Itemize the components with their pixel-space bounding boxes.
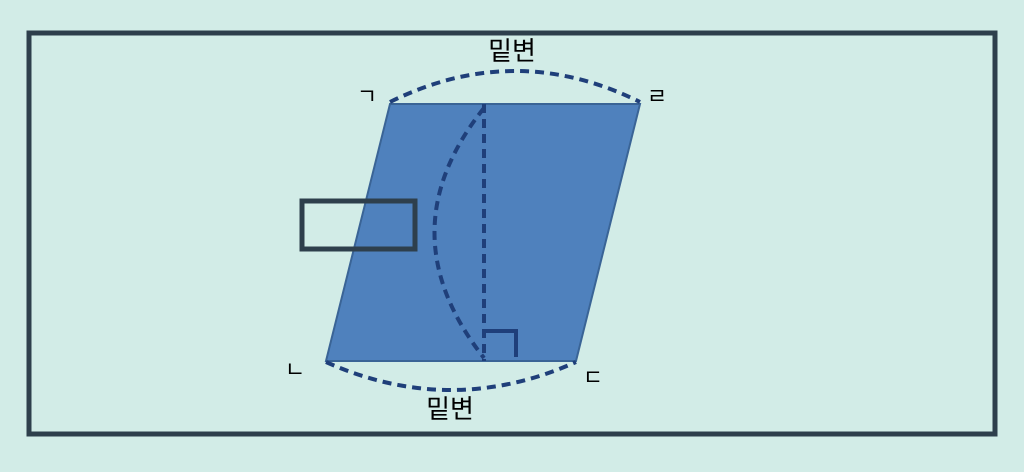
right-angle-marker [484,329,518,357]
bottom-base-brace [325,360,577,392]
top-base-label: 밑변 [488,37,536,67]
outer-frame [26,30,998,437]
blank-answer-box[interactable] [299,198,418,252]
vertex-label-top-left: ㄱ [357,85,377,110]
height-brace [432,106,486,360]
vertex-label-top-right: ㄹ [647,85,667,110]
vertex-label-bottom-right: ㄷ [583,366,603,391]
vertex-label-bottom-left: ㄴ [285,358,305,383]
top-base-brace [389,69,641,104]
bottom-base-label: 밑변 [426,395,474,425]
